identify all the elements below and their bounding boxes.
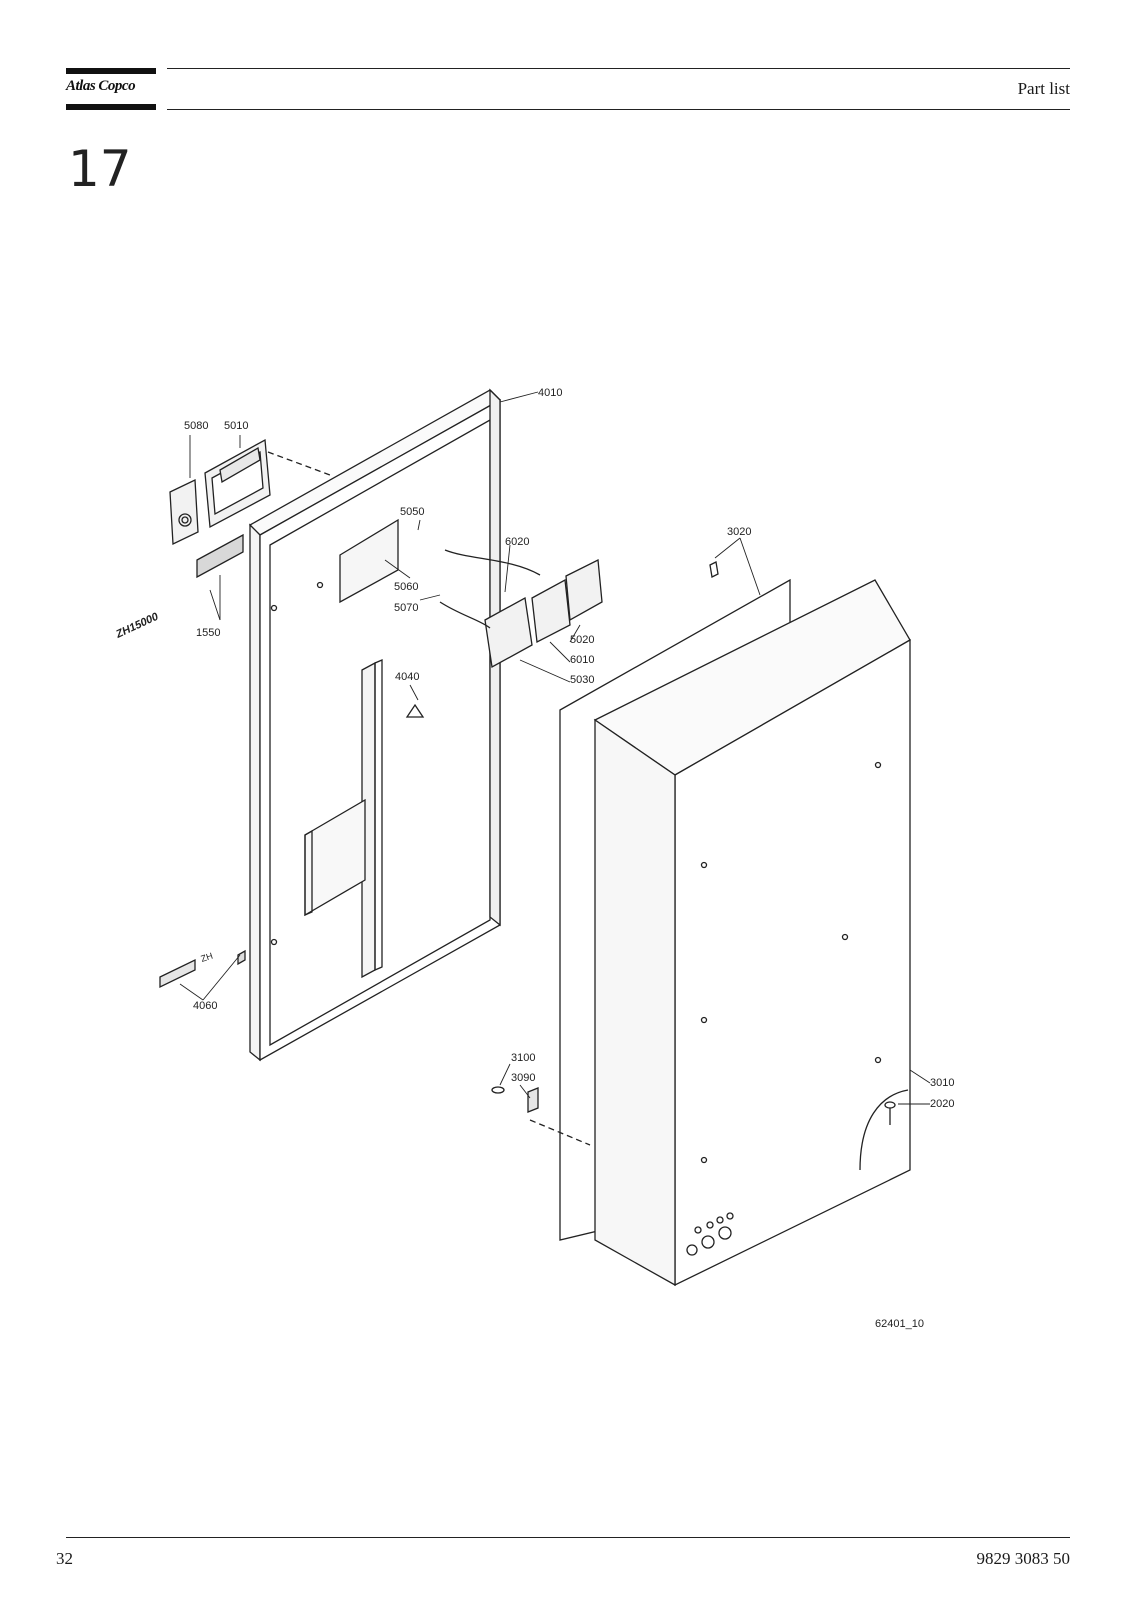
callout-2020: 2020 (930, 1098, 954, 1110)
logo-text: Atlas Copco (66, 78, 136, 94)
callout-5080: 5080 (184, 420, 208, 432)
callout-6010: 6010 (570, 654, 594, 666)
label-strip (196, 533, 244, 579)
callout-3100: 3100 (511, 1052, 535, 1064)
callout-5070: 5070 (394, 602, 418, 614)
callout-4040: 4040 (395, 671, 419, 683)
cabinet (559, 578, 911, 1287)
logo-bar-bottom (66, 104, 156, 110)
logo-bar-top (66, 68, 156, 74)
door-rail (304, 659, 383, 979)
callout-4060: 4060 (193, 1000, 217, 1012)
footer-rule (66, 1537, 1070, 1538)
callout-4010: 4010 (538, 387, 562, 399)
document-number: 9829 3083 50 (976, 1549, 1071, 1568)
callout-5020: 5020 (570, 634, 594, 646)
model-plate-text: ZH (200, 951, 215, 964)
section-number: 17 (68, 140, 132, 198)
atlas-copco-logo: Atlas Copco (66, 68, 156, 112)
callout-3010: 3010 (930, 1077, 954, 1089)
exploded-parts-drawing: ZH ZH15000 4010 5080 5010 5050 6020 3020… (100, 380, 1000, 1380)
callout-6020: 6020 (505, 536, 529, 548)
cover-plate (169, 478, 199, 546)
header-rule-bottom (167, 109, 1070, 110)
page-title: Part list (1017, 79, 1070, 98)
callout-5060: 5060 (394, 581, 418, 593)
page-number: 32 (56, 1549, 73, 1568)
callout-3020: 3020 (727, 526, 751, 538)
callout-5030: 5030 (570, 674, 594, 686)
callout-1550: 1550 (196, 627, 220, 639)
drawing-id: 62401_10 (875, 1318, 924, 1330)
controller-boxes (439, 549, 603, 669)
callout-5010: 5010 (224, 420, 248, 432)
leader-lines (179, 391, 931, 1105)
model-label: ZH15000 (113, 610, 161, 641)
small-parts (159, 561, 896, 1125)
mounting-plate (339, 518, 399, 604)
display-module (204, 438, 271, 529)
callout-5050: 5050 (400, 506, 424, 518)
callout-3090: 3090 (511, 1072, 535, 1084)
header-rule-top (167, 68, 1070, 69)
